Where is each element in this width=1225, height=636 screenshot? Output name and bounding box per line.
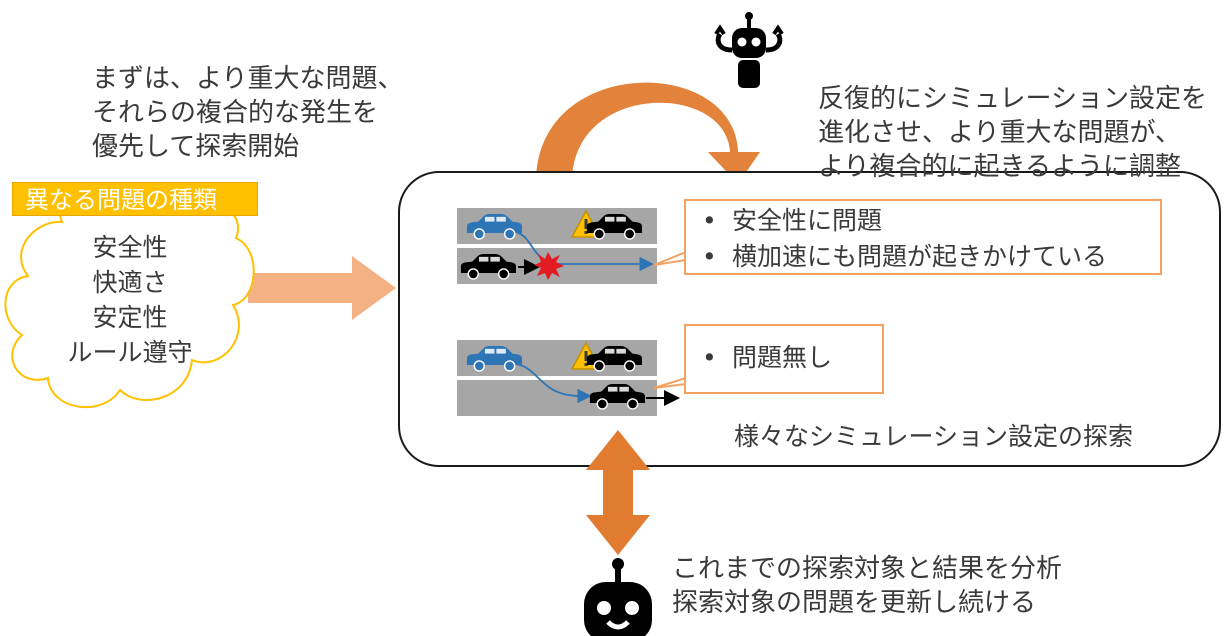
robot-icon — [584, 558, 652, 636]
input-arrow — [248, 256, 396, 320]
problem-type-item: ルール遵守 — [67, 338, 193, 367]
problem-type-item: 快適さ — [92, 268, 168, 297]
callout-2-pointer — [653, 377, 687, 389]
problem-types-tag: 異なる問題の種類 — [12, 182, 258, 216]
problem-type-item: 安全性 — [92, 233, 168, 262]
scenario-1-bullet: 安全性に問題 — [686, 203, 1160, 239]
iteration-arc-arrow — [536, 82, 760, 184]
exploration-label: 様々なシミュレーション設定の探索 — [734, 422, 1134, 451]
analysis-note: これまでの探索対象と結果を分析 探索対象の問題を更新し続ける — [672, 554, 1063, 618]
analysis-double-arrow — [586, 430, 650, 555]
scenario-2-bullet: 問題無し — [686, 340, 882, 376]
problem-types-list: 安全性 快適さ 安定性 ルール遵守 — [50, 230, 210, 370]
robot-icon — [714, 12, 784, 88]
lane-change-path — [515, 363, 592, 404]
collision-icon — [534, 252, 564, 280]
problem-type-item: 安定性 — [92, 303, 168, 332]
scenario-1-callout: 安全性に問題 横加速にも問題が起きかけている — [684, 199, 1162, 275]
scenario-2-callout: 問題無し — [684, 324, 884, 394]
callout-1-pointer — [653, 251, 687, 266]
intro-note: まずは、より重大な問題、 それらの複合的な発生を 優先して探索開始 — [92, 64, 404, 162]
ai-iteration-note: 反復的にシミュレーション設定を 進化させ、より重大な問題が、 より複合的に起きる… — [818, 84, 1207, 182]
scenario-1-bullet: 横加速にも問題が起きかけている — [686, 239, 1160, 275]
